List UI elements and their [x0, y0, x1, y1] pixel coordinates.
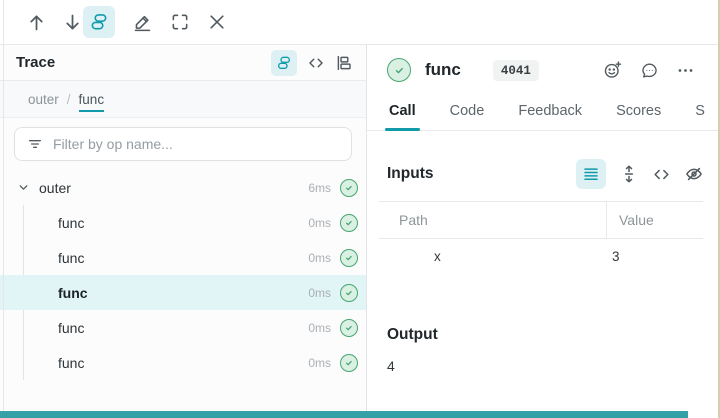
- tree-row-label: outer: [39, 179, 71, 196]
- tree-row-label: func: [58, 249, 85, 266]
- success-check-icon: [340, 353, 358, 372]
- column-header-path: Path: [399, 212, 428, 228]
- trace-nav-arrows: [26, 12, 83, 33]
- inputs-heading: Inputs: [387, 165, 434, 182]
- trace-panel: Trace outer / func: [0, 45, 367, 417]
- tree-row-duration: 6ms: [308, 180, 331, 195]
- column-header-value: Value: [606, 202, 703, 238]
- trace-tree: outer 6ms func 0ms func 0ms func 0ms: [0, 170, 366, 380]
- tree-row-func[interactable]: func 0ms: [0, 345, 366, 380]
- tree-row-func[interactable]: func 0ms: [0, 205, 366, 240]
- pencil-icon[interactable]: [132, 12, 153, 33]
- success-check-icon: [340, 248, 358, 267]
- tab-code[interactable]: Code: [449, 103, 485, 119]
- tree-row-func[interactable]: func 0ms: [0, 310, 366, 345]
- tree-row-label: func: [58, 214, 85, 231]
- tree-row-duration: 0ms: [308, 355, 331, 370]
- tab-s[interactable]: S: [695, 103, 705, 119]
- tree-row-duration: 0ms: [308, 215, 331, 230]
- inputs-table: Path Value x 3: [379, 201, 703, 274]
- stack-icon[interactable]: [83, 6, 115, 38]
- comment-icon[interactable]: [640, 61, 659, 80]
- op-filter: [14, 127, 352, 161]
- tree-row-outer[interactable]: outer 6ms: [0, 170, 366, 205]
- success-check-icon: [340, 178, 358, 197]
- expand-vertical-icon[interactable]: [619, 164, 639, 184]
- breadcrumb-item-outer[interactable]: outer: [28, 91, 59, 107]
- success-check-icon: [340, 213, 358, 232]
- table-row: x 3: [379, 239, 703, 274]
- tree-row-func[interactable]: func 0ms: [0, 240, 366, 275]
- overflow-menu-icon[interactable]: [676, 61, 695, 80]
- tree-row-label: func: [58, 319, 85, 336]
- tree-row-func[interactable]: func 0ms: [0, 275, 366, 310]
- success-check-icon: [340, 318, 358, 337]
- call-id-badge[interactable]: 4041: [492, 59, 539, 81]
- code-icon[interactable]: [307, 54, 325, 72]
- filter-input[interactable]: [53, 136, 339, 152]
- trace-panel-title: Trace: [16, 54, 56, 71]
- gantt-icon[interactable]: [335, 54, 353, 72]
- list-icon[interactable]: [576, 159, 606, 189]
- success-check-icon: [340, 283, 358, 302]
- tab-scores[interactable]: Scores: [616, 103, 662, 119]
- tab-feedback[interactable]: Feedback: [518, 103, 583, 119]
- arrow-up-icon[interactable]: [26, 12, 47, 33]
- tree-row-duration: 0ms: [308, 320, 331, 335]
- close-icon[interactable]: [207, 12, 227, 32]
- gif-progress-bar: [0, 411, 688, 418]
- breadcrumb: outer / func: [0, 81, 366, 118]
- detail-tabs: Call Code Feedback Scores S: [385, 97, 707, 131]
- call-title: func: [425, 60, 461, 79]
- fullscreen-icon[interactable]: [170, 12, 190, 32]
- cell-path: x: [434, 249, 441, 264]
- tree-row-label: func: [58, 284, 88, 301]
- add-reaction-icon[interactable]: [603, 60, 623, 80]
- arrow-down-icon[interactable]: [62, 12, 83, 33]
- cell-value: 3: [612, 249, 620, 264]
- tree-row-label: func: [58, 354, 85, 371]
- code-icon[interactable]: [652, 165, 671, 184]
- chevron-down-icon[interactable]: [17, 181, 30, 194]
- eye-off-icon[interactable]: [684, 164, 704, 184]
- call-detail-panel: func 4041 Call Code Feedback Scores S Inputs: [367, 45, 720, 417]
- stack-icon[interactable]: [271, 49, 297, 76]
- filter-icon: [27, 136, 43, 152]
- top-toolbar: [0, 0, 720, 45]
- output-heading: Output: [387, 326, 438, 343]
- tree-row-duration: 0ms: [308, 250, 331, 265]
- breadcrumb-separator: /: [66, 91, 71, 107]
- output-value: 4: [387, 358, 395, 374]
- tab-call[interactable]: Call: [385, 97, 420, 131]
- breadcrumb-item-func[interactable]: func: [78, 92, 105, 112]
- success-status-icon: [387, 58, 411, 82]
- tree-row-duration: 0ms: [308, 285, 331, 300]
